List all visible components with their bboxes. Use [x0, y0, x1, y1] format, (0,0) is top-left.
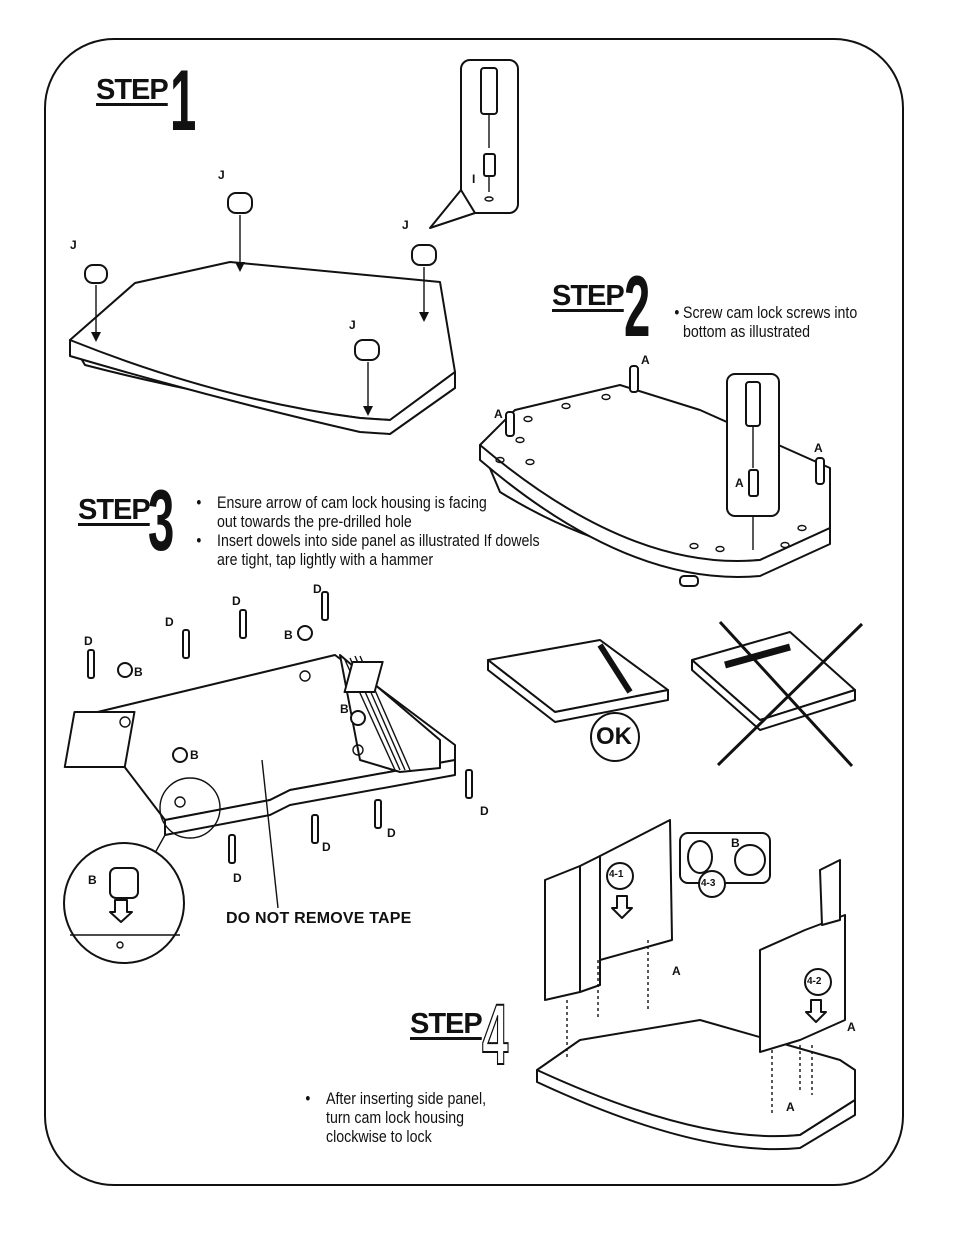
ok-badge: OK — [596, 723, 632, 750]
part-label-b: B — [340, 702, 349, 716]
step-2-note: •Screw cam lock screws into bottom as il… — [674, 304, 858, 341]
step-4-note: •After inserting side panel, turn cam lo… — [305, 1090, 487, 1146]
step-2-label: STEP — [552, 280, 625, 312]
part-label-a: A — [735, 476, 744, 490]
part-label-d: D — [387, 826, 396, 840]
step-4-note-text: After inserting side panel, turn cam loc… — [326, 1090, 487, 1146]
part-label-b: B — [284, 628, 293, 642]
part-label-a: A — [494, 407, 503, 421]
step-3-number: 3 — [148, 473, 175, 569]
part-label-b: B — [190, 748, 199, 762]
step-1-label: STEP — [96, 74, 169, 106]
part-label-a: A — [814, 441, 823, 455]
part-label-j: J — [218, 168, 225, 182]
caster-icon — [84, 192, 437, 361]
part-label-b: B — [88, 873, 97, 887]
step-3-label: STEP — [78, 494, 151, 526]
part-label-d: D — [165, 615, 174, 629]
part-label-d: D — [322, 840, 331, 854]
part-label-j: J — [70, 238, 77, 252]
substep-4-1: 4-1 — [609, 869, 624, 880]
part-label-j: J — [349, 318, 356, 332]
part-label-j: J — [402, 218, 409, 232]
part-label-a: A — [847, 1020, 856, 1034]
step-3-note-2: Insert dowels into side panel as illustr… — [217, 532, 540, 569]
part-label-d: D — [233, 871, 242, 885]
step-4-label: STEP — [410, 1008, 483, 1040]
substep-4-3: 4-3 — [701, 878, 716, 889]
part-label-b: B — [731, 836, 740, 850]
part-label-b: B — [134, 665, 143, 679]
step-1-number: 1 — [170, 53, 197, 149]
part-label-a: A — [672, 964, 681, 978]
step-4-number: 4 — [481, 987, 509, 1083]
part-label-a: A — [786, 1100, 795, 1114]
part-label-d: D — [480, 804, 489, 818]
step-2-number: 2 — [624, 259, 651, 355]
warning-text: DO NOT REMOVE TAPE — [226, 910, 412, 927]
part-label-i: I — [472, 172, 476, 186]
part-label-d: D — [313, 582, 322, 596]
step-3-notes: •Ensure arrow of cam lock housing is fac… — [196, 494, 540, 569]
part-label-a: A — [641, 353, 650, 367]
page-border — [44, 38, 904, 1186]
part-label-d: D — [232, 594, 241, 608]
step-2-note-text: Screw cam lock screws into bottom as ill… — [683, 304, 858, 341]
part-label-d: D — [84, 634, 93, 648]
substep-4-2: 4-2 — [807, 976, 822, 987]
step-3-note-1: Ensure arrow of cam lock housing is faci… — [217, 494, 487, 531]
